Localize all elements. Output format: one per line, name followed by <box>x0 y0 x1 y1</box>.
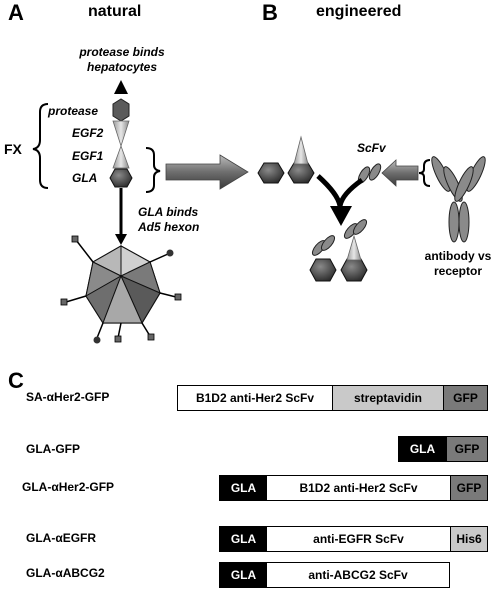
construct-bar-4: GLA anti-EGFR ScFv His6 <box>219 526 488 552</box>
antibody-line2: receptor <box>433 264 483 278</box>
protease-binds-line1: protease binds <box>79 45 165 59</box>
segment-scfv: B1D2 anti-Her2 ScFv <box>178 386 332 410</box>
construct-bar-2: GLA GFP <box>398 436 488 462</box>
product-cone <box>346 234 362 261</box>
egf1-shape <box>112 144 130 169</box>
protease-binds-line2: hepatocytes <box>86 60 158 74</box>
gla-hex-2 <box>287 162 315 184</box>
domain-egf2: EGF2 <box>72 126 104 140</box>
down-arrow-icon <box>115 234 127 245</box>
segment-gla: GLA <box>220 527 267 551</box>
egf2-shape <box>112 120 130 148</box>
construct-bar-1: B1D2 anti-Her2 ScFv streptavidin GFP <box>177 385 488 411</box>
construct-name-5: GLA-αABCG2 <box>26 566 105 580</box>
segment-scfv: anti-ABCG2 ScFv <box>267 563 449 587</box>
protease-shape <box>112 98 130 122</box>
antibody-icon <box>431 156 486 243</box>
panel-a-letter: A <box>8 0 24 25</box>
panel-c-letter: C <box>8 368 24 393</box>
segment-streptavidin: streptavidin <box>332 386 443 410</box>
gla-binds-line2: Ad5 hexon <box>138 220 200 234</box>
segment-gla: GLA <box>399 437 446 461</box>
scfv-label: ScFv <box>357 141 386 155</box>
segment-gfp: GFP <box>450 476 487 500</box>
construct-name-4: GLA-αEGFR <box>26 531 97 545</box>
segment-gla: GLA <box>220 476 267 500</box>
antibody-bracket <box>418 159 431 187</box>
gla-shape <box>109 168 133 188</box>
up-arrow-icon <box>114 80 128 94</box>
panel-b-letter: B <box>262 0 278 25</box>
product-hex-1 <box>309 258 337 282</box>
gla-binds-line1: GLA binds <box>138 205 199 219</box>
construct-name-3: GLA-αHer2-GFP <box>22 480 115 494</box>
panel-a-title: natural <box>88 3 142 20</box>
fx-label: FX <box>4 141 22 157</box>
domain-gla: GLA <box>72 171 98 185</box>
combine-arrow <box>316 174 364 207</box>
construct-bar-5: GLA anti-ABCG2 ScFv <box>219 562 450 588</box>
small-brace <box>145 147 161 193</box>
antibody-line1: antibody vs <box>424 249 492 263</box>
segment-his6: His6 <box>450 527 487 551</box>
transition-arrow <box>165 154 249 190</box>
segment-scfv: anti-EGFR ScFv <box>267 527 450 551</box>
scfv-arrow <box>381 159 419 187</box>
construct-name-1: SA-αHer2-GFP <box>26 390 110 404</box>
scfv-oval-2 <box>368 163 382 181</box>
segment-gfp: GFP <box>443 386 487 410</box>
domain-protease: protease <box>48 104 99 118</box>
gla-binds-label: GLA binds Ad5 hexon <box>138 205 199 235</box>
gla-hex-1 <box>257 162 285 184</box>
domain-egf1: EGF1 <box>72 149 104 163</box>
fx-brace <box>32 103 49 189</box>
antibody-label: antibody vs receptor <box>418 249 498 279</box>
combine-arrowhead <box>330 206 352 226</box>
egf-cone <box>293 135 309 165</box>
construct-bar-3: GLA B1D2 anti-Her2 ScFv GFP <box>219 475 488 501</box>
ad5-virus <box>60 235 182 344</box>
segment-gfp: GFP <box>446 437 487 461</box>
segment-gla: GLA <box>220 563 267 587</box>
protease-binds-label: protease binds hepatocytes <box>60 45 184 75</box>
product-hex-2 <box>340 258 368 282</box>
segment-scfv: B1D2 anti-Her2 ScFv <box>267 476 450 500</box>
panel-b-title: engineered <box>316 3 402 20</box>
construct-name-2: GLA-GFP <box>26 442 80 456</box>
